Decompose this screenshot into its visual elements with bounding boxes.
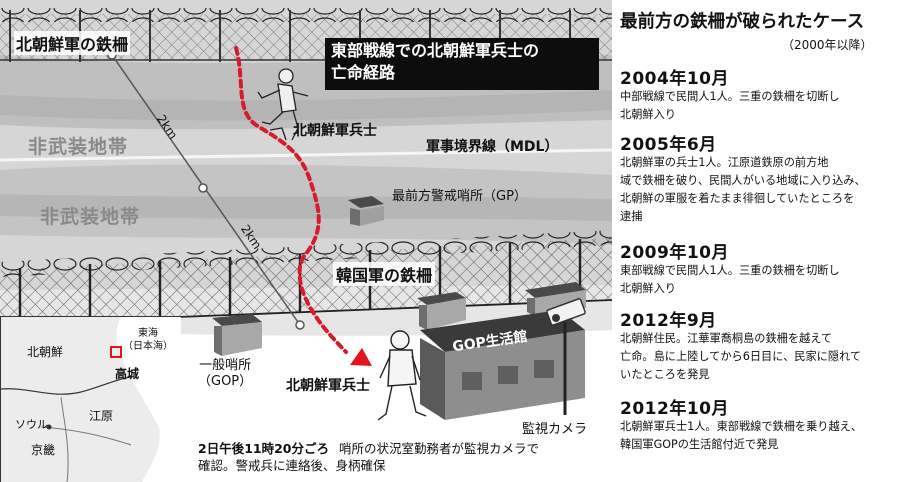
dmz-band [0, 90, 612, 221]
case-description: 北朝鮮軍の兵士1人。江原道鉄原の前方地 域で鉄柵を破り、民間人がいる地域に入り込… [620, 154, 896, 226]
case-description: 北朝鮮住民。江華軍喬桐島の鉄柵を越えて 亡命。島に上陸してから6日目に、民家に隠… [620, 330, 896, 384]
callout-line-2: 亡命経路 [331, 63, 396, 82]
incident-caption: 2日午後11時20分ごろ 哨所の状況室勤務者が監視カメラで 確認。警戒兵に連絡後… [198, 440, 539, 474]
case-year: 2009年10月 [620, 243, 729, 263]
case-description: 東部戦線で民間人1人。三重の鉄柵を切断し 北朝鮮入り [620, 262, 896, 298]
running-soldier-icon [257, 68, 309, 141]
barracks-icon [420, 310, 585, 420]
case-line: 東部戦線で民間人1人。三重の鉄柵を切断し [620, 264, 840, 277]
case-year: 2004年10月 [620, 69, 729, 89]
case-year: 2012年10月 [620, 399, 729, 419]
cases-panel: 最前方の鉄柵が破られたケース （2000年以降） 2004年10月 中部戦線で民… [612, 0, 900, 482]
case-year: 2005年6月 [620, 135, 717, 155]
caption-time: 2日午後11時20分ごろ [198, 441, 329, 456]
case-line: 域で鉄柵を破り、民間人がいる地域に入り込み、 [620, 174, 866, 187]
map-gyeonggi: 京畿 [31, 443, 56, 457]
gop-label: 一般哨所 （GOP） [198, 358, 252, 390]
case-line: いたところを発見 [620, 368, 710, 381]
map-seoul: ソウル [15, 418, 48, 431]
route-arrow-icon [234, 46, 348, 354]
map-gangwon: 江原 [89, 409, 114, 423]
case-line: 北朝鮮住民。江華軍喬桐島の鉄柵を越えて [620, 332, 833, 345]
map-north-korea: 北朝鮮 [27, 345, 64, 359]
route-callout: 東部戦線での北朝鮮軍兵士の 亡命経路 [325, 38, 599, 90]
case-line: 北朝鮮軍の兵士1人。江原道鉄原の前方地 [620, 156, 829, 169]
case-line: 北朝鮮の軍服を着たまま徘徊していたところを [620, 192, 855, 205]
case-line: 北朝鮮入り [620, 282, 676, 295]
map-east-sea-line-1: 東海 [138, 328, 158, 339]
case-line: 逮捕 [620, 210, 643, 223]
map-goseong: 高城 [115, 367, 140, 381]
case-description: 中部戦線で民間人1人。三重の鉄柵を切断し 北朝鮮入り [620, 88, 896, 124]
mdl-line [0, 148, 612, 162]
mdl-label: 軍事境界線（MDL） [426, 139, 559, 155]
cases-subtitle: （2000年以降） [782, 38, 873, 52]
gop-post-icon [212, 314, 262, 356]
gop-label-line-2: （GOP） [198, 374, 253, 389]
inset-map: 北朝鮮 東海 （日本海） 高城 ソウル 江原 京畿 [0, 316, 181, 482]
cases-title: 最前方の鉄柵が破られたケース [620, 12, 865, 32]
nk-fence-label: 北朝鮮軍の鉄柵 [14, 31, 131, 55]
surveillance-camera-icon [546, 298, 586, 415]
sk-fence-label: 韓国軍の鉄柵 [333, 262, 436, 286]
location-marker-icon [350, 348, 372, 366]
map-east-sea: 東海 （日本海） [123, 327, 173, 353]
walking-soldier-icon [377, 330, 427, 421]
soldier-label-top: 北朝鮮軍兵士 [293, 123, 377, 139]
korea-map [1, 317, 181, 482]
caption-text-1: 哨所の状況室勤務者が監視カメラで [338, 441, 539, 456]
caption-text-2: 確認。警戒兵に連絡後、身柄確保 [198, 458, 386, 473]
case-line: 亡命。島に上陸してから6日目に、民家に隠れて [620, 350, 862, 363]
case-line: 北朝鮮軍兵士1人。東部戦線で鉄柵を乗り越え、 [620, 420, 863, 433]
case-line: 北朝鮮入り [620, 108, 676, 121]
soldier-label-bottom: 北朝鮮軍兵士 [286, 378, 370, 394]
camera-label: 監視カメラ [522, 422, 588, 437]
dmz-label-2: 非武装地帯 [40, 206, 141, 228]
map-east-sea-line-2: （日本海） [123, 341, 173, 352]
case-line: 韓国軍GOPの生活館付近で発見 [620, 438, 779, 451]
case-year: 2012年9月 [620, 311, 717, 331]
case-description: 北朝鮮軍兵士1人。東部戦線で鉄柵を乗り越え、 韓国軍GOPの生活館付近で発見 [620, 418, 896, 454]
case-line: 中部戦線で民間人1人。三重の鉄柵を切断し [620, 90, 840, 103]
gop-label-line-1: 一般哨所 [199, 358, 252, 373]
dmz-label-1: 非武装地帯 [28, 136, 129, 158]
distance-line [107, 50, 305, 330]
guard-post-icon [348, 196, 384, 226]
callout-line-1: 東部戦線での北朝鮮軍兵士の [331, 41, 540, 60]
gp-label: 最前方警戒哨所（GP） [392, 189, 527, 204]
